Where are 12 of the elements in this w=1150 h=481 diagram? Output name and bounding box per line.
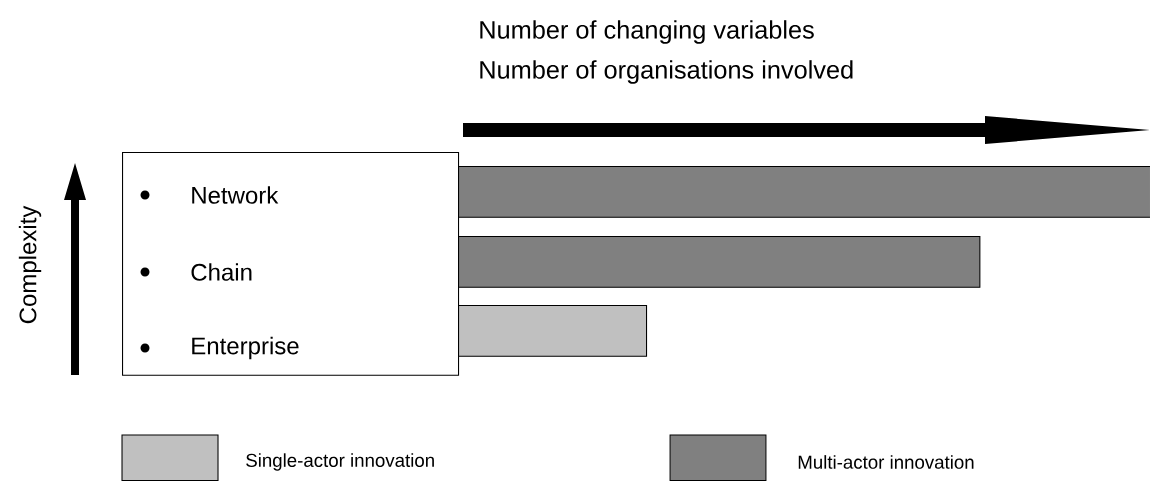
- bar: [458, 305, 648, 357]
- bar: [458, 166, 1150, 218]
- legend-label: Multi-actor innovation: [798, 455, 974, 469]
- heading: Number of organisations involved: [480, 60, 853, 84]
- list-item: Enterprise: [140, 336, 299, 360]
- list-item: Network: [140, 186, 279, 204]
- bar: [458, 236, 981, 288]
- list-item: Chain: [140, 263, 252, 281]
- legend-label: Single-actor innovation: [246, 453, 434, 471]
- axis-label: Complexity: [18, 205, 42, 324]
- heading: Number of changing variables: [480, 20, 814, 44]
- list-box: [122, 152, 460, 376]
